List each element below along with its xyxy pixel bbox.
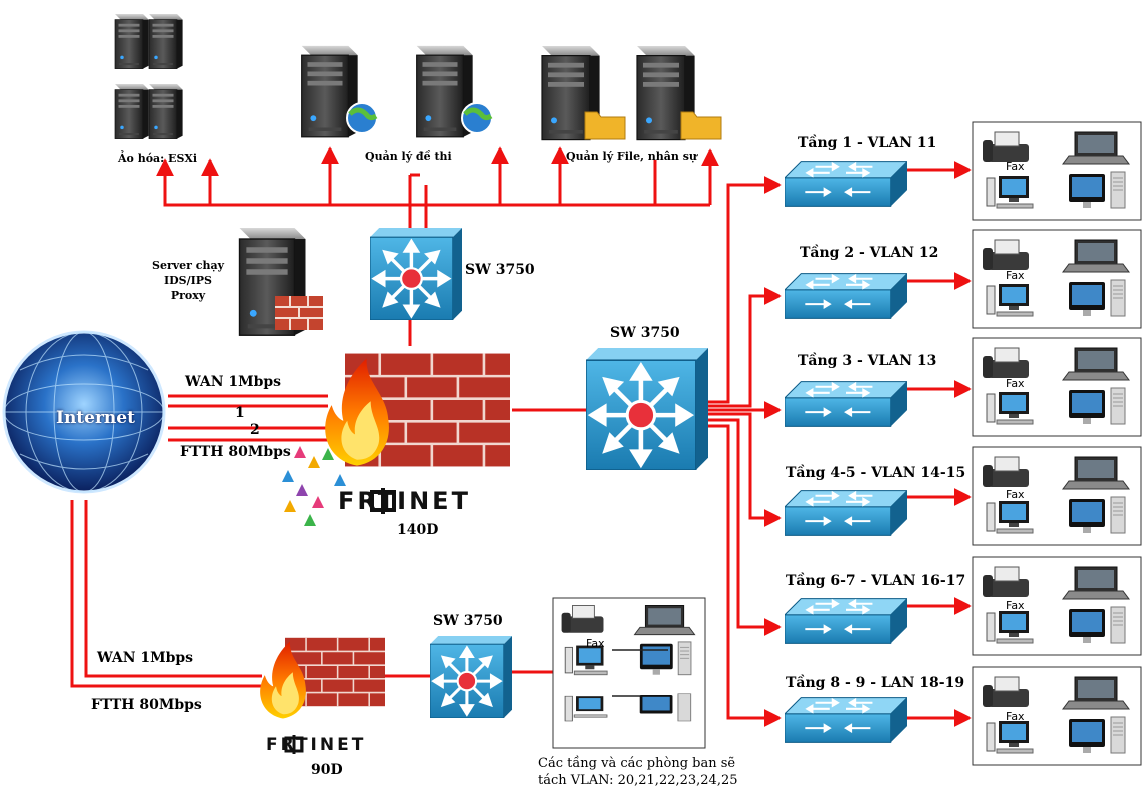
firewall-small-model: 90D — [311, 762, 343, 778]
ftth-top-label: FTTH 80Mbps — [180, 444, 291, 460]
fax-label: Fax — [1006, 599, 1025, 612]
fortinet-o-mark — [284, 735, 304, 754]
wan-bottom-label: WAN 1Mbps — [97, 650, 194, 666]
exam-servers — [301, 45, 493, 138]
ftth-bottom-label: FTTH 80Mbps — [91, 697, 202, 713]
fax-label: Fax — [1006, 710, 1025, 723]
internet-label: Internet — [56, 408, 135, 428]
fax-label: Fax — [1006, 160, 1025, 173]
firewall-brick-icon — [275, 296, 323, 330]
floor-label-3: Tầng 3 - VLAN 13 — [798, 353, 937, 369]
fortinet-brand-small: FRTINET — [266, 735, 367, 755]
internet-globe — [2, 330, 166, 494]
ids-server-label: Server chạy IDS/IPS Proxy — [152, 259, 224, 302]
globe-icon — [346, 102, 493, 134]
fax-label: Fax — [1006, 488, 1025, 501]
fax-label: Fax — [586, 637, 605, 650]
fax-label: Fax — [1006, 269, 1025, 282]
bottom-desk-group — [552, 597, 706, 749]
floor-label-6-7: Tầng 6-7 - VLAN 16-17 — [786, 573, 966, 589]
firewall-main-model: 140D — [397, 522, 439, 538]
floor-label-1: Tầng 1 - VLAN 11 — [798, 135, 937, 151]
core-switch-main — [586, 348, 708, 470]
bottom-vlan-note: Các tầng và các phòng ban sẽ tách VLAN: … — [538, 756, 738, 788]
fax-label: Fax — [1006, 377, 1025, 390]
floor-label-4-5: Tầng 4-5 - VLAN 14-15 — [786, 465, 966, 481]
file-management-label: Quản lý File, nhân sự — [566, 150, 697, 163]
links — [70, 146, 972, 727]
floor-label-8-9: Tầng 8 - 9 - LAN 18-19 — [786, 675, 965, 691]
ids-ips-proxy-server — [238, 228, 323, 336]
line-1-label: 1 — [235, 405, 245, 421]
firewall-main — [282, 352, 510, 526]
bottom-switch-label: SW 3750 — [433, 613, 503, 629]
wan-top-label: WAN 1Mbps — [185, 374, 282, 390]
file-servers — [541, 45, 722, 141]
core-switch-main-label: SW 3750 — [610, 325, 680, 341]
fortinet-o-mark — [370, 488, 396, 514]
exam-management-label: Quản lý đề thi — [365, 150, 452, 163]
core-switch-top-label: SW 3750 — [465, 262, 535, 278]
floor-label-2: Tầng 2 - VLAN 12 — [800, 245, 939, 261]
folder-icon — [584, 111, 722, 140]
firewall-small — [260, 636, 385, 754]
fortinet-brand-main: FRTINET — [338, 487, 471, 515]
floor-desk-groups — [972, 121, 1142, 766]
esxi-server-cluster — [114, 13, 184, 140]
bottom-switch — [430, 636, 512, 718]
core-switch-top — [370, 228, 462, 320]
line-2-label: 2 — [250, 422, 260, 438]
virtualization-label: Ảo hóa: ESXi — [118, 152, 198, 165]
fortinet-logo-mark — [282, 446, 346, 526]
